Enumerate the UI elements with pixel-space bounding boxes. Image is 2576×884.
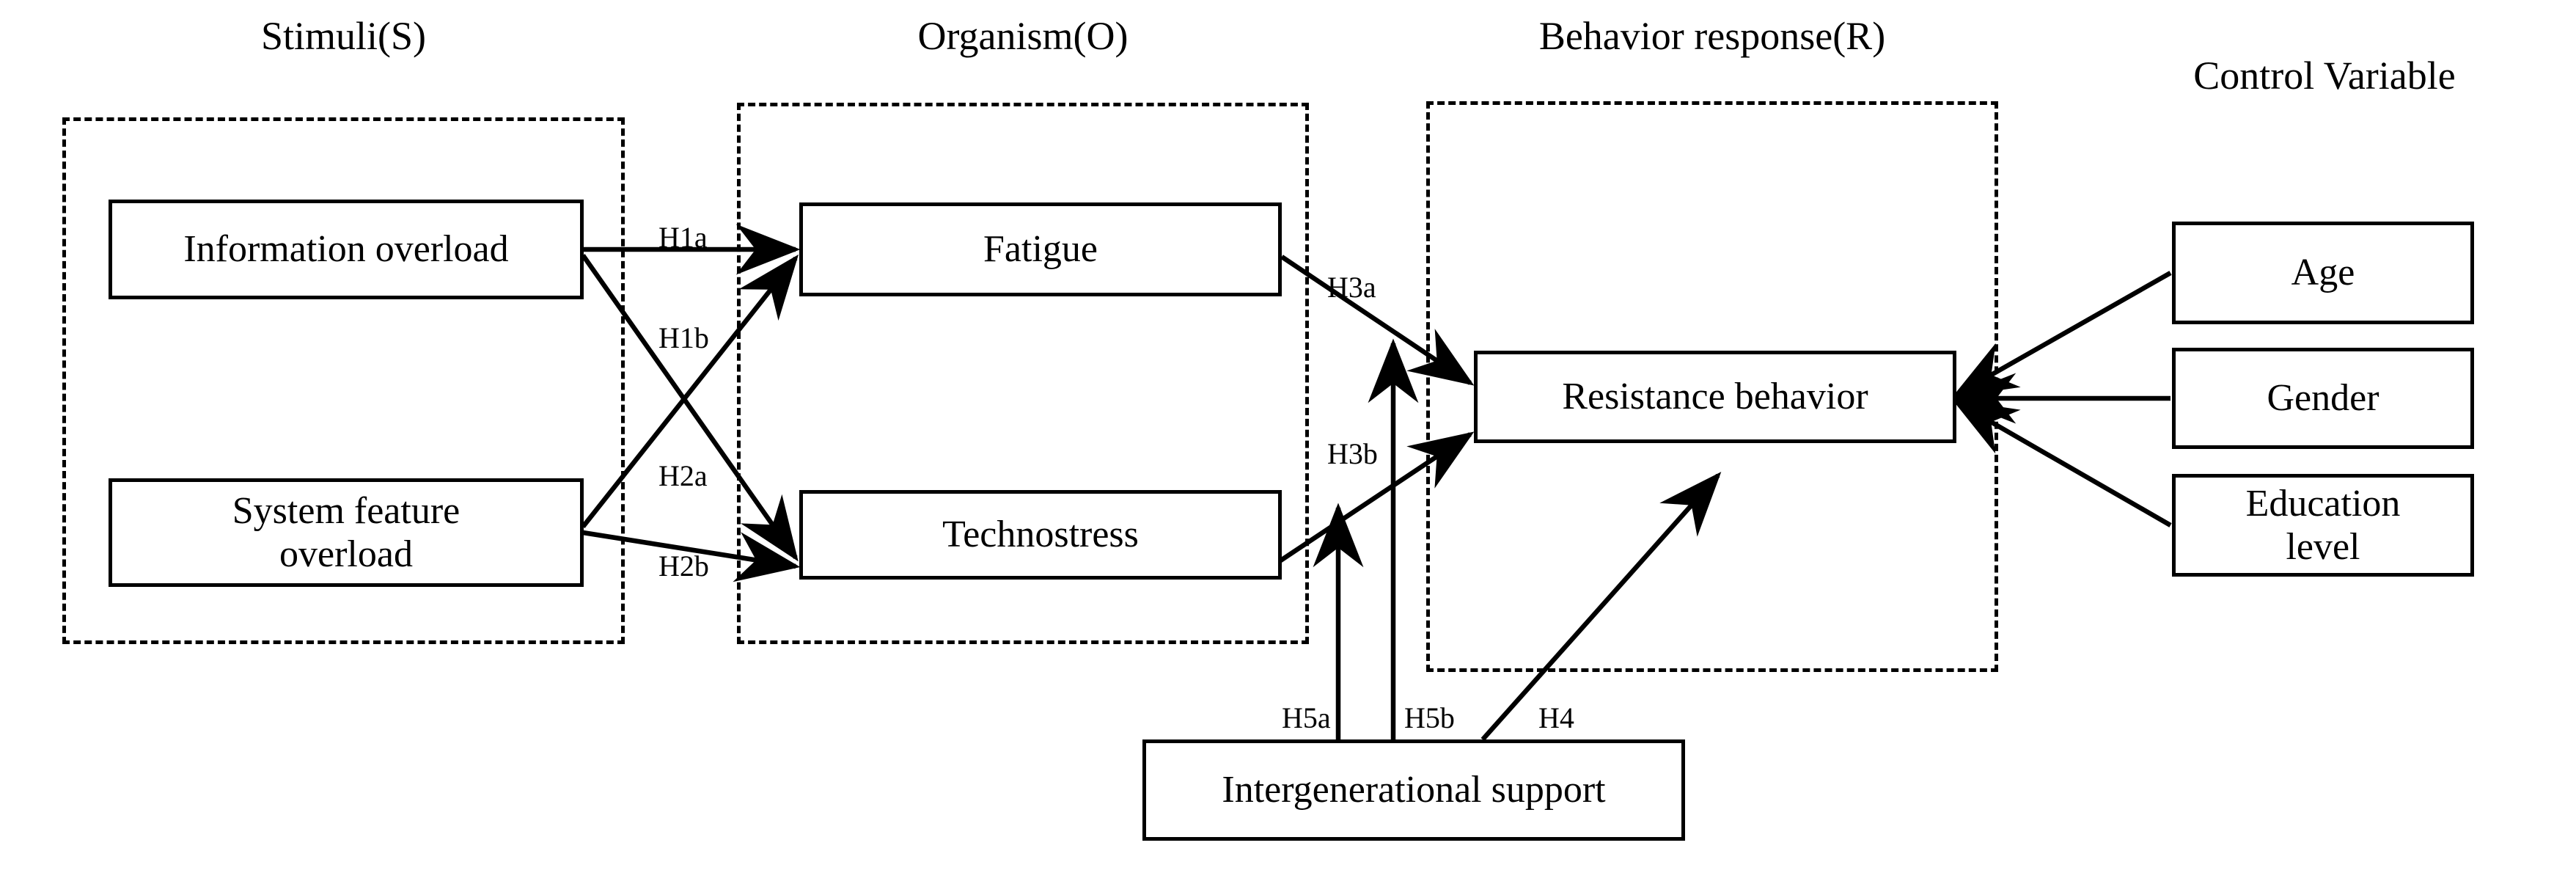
- edge-H4: [1480, 472, 1722, 742]
- node-education-level[interactable]: Education level: [2172, 474, 2474, 577]
- edge-label-H3a: H3a: [1327, 271, 1376, 304]
- node-gender[interactable]: Gender: [2172, 348, 2474, 449]
- edge-label-H5a: H5a: [1282, 701, 1331, 734]
- edge-control-education-level: [1952, 399, 2172, 527]
- node-information-overload[interactable]: Information overload: [109, 200, 584, 299]
- control-variable-title: Control Variable: [2193, 54, 2456, 98]
- edge-H2b: [582, 530, 801, 582]
- group-box-organism: [737, 103, 1309, 644]
- section-title-behavior-response: Behavior response(R): [1538, 14, 1886, 58]
- edge-label-H5b: H5b: [1404, 701, 1455, 734]
- node-intergenerational-support[interactable]: Intergenerational support: [1142, 739, 1685, 841]
- node-age[interactable]: Age: [2172, 222, 2474, 324]
- edge-H3b: [1278, 431, 1475, 563]
- node-system-feature-overload[interactable]: System feature overload: [109, 478, 584, 587]
- edge-label-H2a: H2a: [658, 459, 708, 492]
- edge-control-age: [1952, 271, 2172, 398]
- edge-label-H3b: H3b: [1327, 437, 1378, 470]
- group-box-stimuli: [62, 117, 625, 644]
- node-resistance-behavior[interactable]: Resistance behavior: [1474, 351, 1956, 443]
- edge-H3a: [1280, 255, 1475, 386]
- node-fatigue[interactable]: Fatigue: [799, 202, 1282, 296]
- edge-label-H1b: H1b: [658, 321, 709, 354]
- edge-label-H1a: H1a: [658, 221, 708, 254]
- section-title-organism: Organism(O): [917, 14, 1129, 58]
- edge-label-H4: H4: [1538, 701, 1574, 734]
- node-technostress[interactable]: Technostress: [799, 490, 1282, 580]
- edge-label-H2b: H2b: [658, 549, 709, 582]
- edge-H2a: [581, 254, 799, 529]
- edge-H1b: [581, 254, 799, 562]
- section-title-stimuli: Stimuli(S): [260, 14, 427, 58]
